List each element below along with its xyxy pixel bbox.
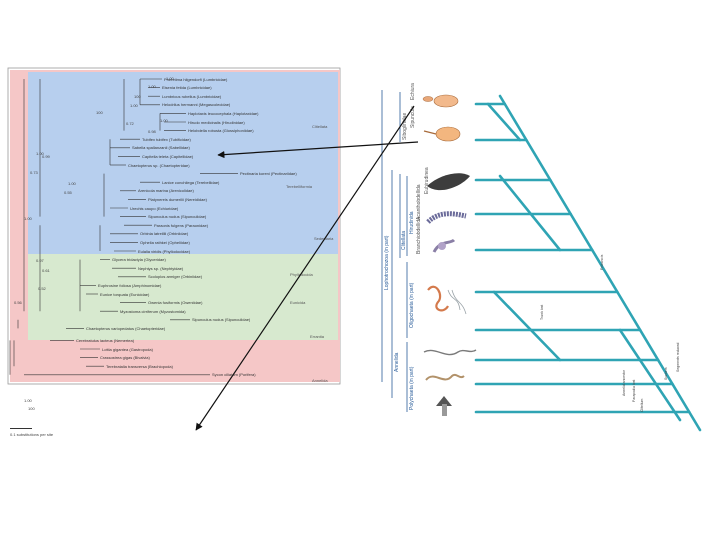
support-value: 1.00 [24, 216, 32, 221]
group-label-annelida: Annelida [312, 378, 328, 383]
support-value: 100 [28, 406, 35, 411]
taxon-label: Owenia fusiformis (Oweniidae) [148, 300, 203, 306]
support-value: 0.99 [42, 154, 50, 159]
taxon-label: Orbinia latreillii (Orbiniidae) [140, 231, 189, 237]
support-value: 1.00 [68, 181, 76, 186]
scale-bar-label: 0.1 substitutions per site [10, 432, 54, 437]
clade-subbranch [486, 102, 522, 142]
group-label-sedentaria: Sedentaria [314, 236, 334, 241]
taxon-label: Lottia gigantea (Gastropoda) [102, 346, 153, 352]
polychaete-illustration [423, 349, 477, 356]
arrow-sipuncula-to-sipunculus [217, 141, 419, 159]
taxon-label: Scoloplos armiger (Orbiniidae) [148, 274, 203, 280]
group-label-terebelliformia: Terebelliformia [286, 184, 313, 189]
support-value: 100 [96, 110, 103, 115]
support-value: 1.00 [160, 118, 168, 123]
group-label-clitellata: Clitellata [312, 124, 328, 129]
taxon-label: Eisenia fetida (Lumbricidae) [162, 85, 212, 91]
acanthobdellid-illustration [426, 211, 467, 224]
taxon-label: Lumbricus rubellus (Lumbricidae) [162, 93, 222, 99]
support-value: 1.00 [166, 76, 174, 81]
region-errantia-green [28, 254, 338, 340]
taxon-label: Pheretima hilgendorfi (Lumbricidae) [164, 76, 228, 82]
taxon-label: Glycera tridactyla (Glyceridae) [112, 257, 166, 263]
support-value: 1.00 [148, 84, 156, 89]
taxon-label: Arenicola marina (Arenicolidae) [138, 188, 194, 194]
taxon-label: Terebratalia transversa (Brachiopoda) [106, 363, 173, 369]
support-value: 0.56 [14, 300, 22, 305]
taxon-label: Lanice conchilega (Terebellidae) [162, 179, 220, 185]
support-value: 0.97 [36, 258, 44, 263]
support-value: 1.00 [130, 103, 138, 108]
support-value: 1.00 [24, 398, 32, 403]
taxon-label: Euphrosine foliosa (Amphinomidae) [98, 282, 162, 288]
earthworm-illustration [427, 285, 449, 312]
clade-subbranch [498, 174, 562, 252]
support-value: 0.73 [30, 170, 38, 175]
taxon-label: Capitella teleta (Capitellidae) [142, 153, 194, 159]
taxon-label: Paraonis fulgens (Paraonidae) [154, 222, 209, 228]
taxon-label: Chaetopterus variopedatus (Chaetopterida… [86, 325, 166, 331]
taxon-label: Crassostrea gigas (Bivalvia) [100, 355, 150, 361]
support-value: 100 [134, 94, 141, 99]
taxon-label: Eunice torquata (Eunicidae) [100, 291, 150, 297]
taxon-label: Platynereis dumerilii (Nereididae) [148, 196, 207, 202]
taxon-label: Pectinaria koreni (Pectinariidae) [240, 171, 297, 177]
clade-subbranch [492, 290, 562, 362]
region-sedentaria-blue [28, 72, 338, 254]
taxon-label: Myzostoma cirriferum (Myzostomida) [120, 308, 186, 314]
taxon-label: Chaetopterus sp. (Chaetopteridae) [128, 162, 190, 168]
arrow-echiura-to-urechis [195, 105, 415, 431]
taxon-label: Hirudo medicinalis (Hirudinidae) [188, 119, 245, 125]
taxon-label: Eulalia viridis (Phyllodocidae) [138, 248, 191, 254]
support-value: 0.72 [126, 121, 134, 126]
taxon-label: Sipunculus nudus (Sipunculidae) [148, 214, 207, 220]
scale-bar [10, 428, 32, 429]
taxon-label: Nephtys sp. (Nephtyidae) [138, 265, 184, 271]
support-value: 0.52 [38, 286, 46, 291]
taxon-label: Helodrilus hermanni (Megascolecidae) [162, 102, 231, 108]
support-value: 0.55 [64, 190, 72, 195]
nereid-illustration [425, 373, 465, 381]
taxon-label: Ophelia rathkei (Opheliidae) [140, 239, 190, 245]
clade-subbranch [618, 328, 682, 422]
support-value: 0.61 [42, 268, 50, 273]
taxon-label: Sabella spallanzanii (Sabellidae) [132, 145, 190, 151]
group-label-errantia: Errantia [310, 334, 325, 339]
tubificid-illustration [447, 289, 467, 315]
support-value: 1.00 [36, 151, 44, 156]
taxon-label: Haplotaxis leucocephala (Haplotaxidae) [188, 110, 259, 116]
taxon-label: Sipunculus nudus (Sipunculidae) [192, 317, 251, 323]
sipunculan-illustration [423, 126, 461, 142]
branchiobdellid-illustration [432, 238, 456, 253]
support-value: 0.98 [148, 129, 156, 134]
taxon-label: Urechis caupo (Echiuridae) [130, 205, 179, 211]
taxon-label: Cerebratulus lacteus (Nemertea) [76, 337, 135, 343]
taxon-label: Helobdella robusta (Glossiphoniidae) [188, 128, 254, 134]
group-label-eunicida: Eunicida [290, 300, 306, 305]
leech-illustration [427, 173, 470, 191]
taxon-label: Tubifex tubifex (Tubificidae) [142, 136, 191, 142]
fanworm-illustration [436, 396, 452, 416]
echiuran-illustration [422, 94, 459, 108]
clade-backbone [498, 94, 702, 432]
